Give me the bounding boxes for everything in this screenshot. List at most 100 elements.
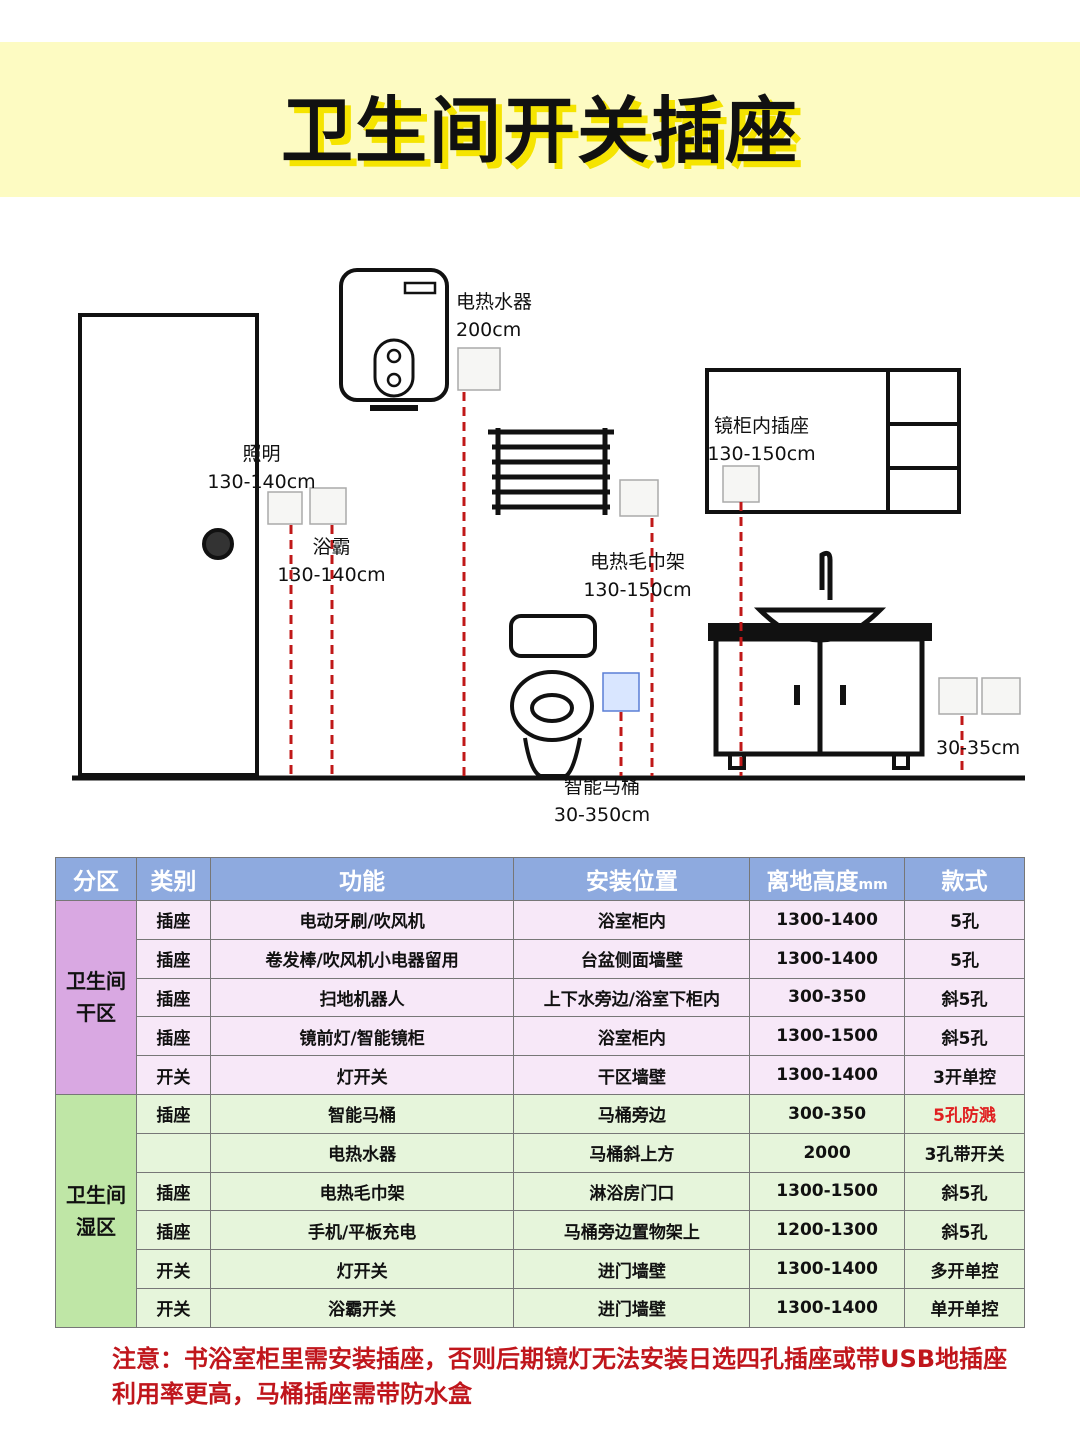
category-cell: 开关 (135, 1287, 211, 1328)
mirror-cabinet-icon (705, 368, 961, 514)
title-band (0, 42, 1080, 197)
water-heater-icon (339, 268, 449, 411)
label-height: 30-350cm (553, 804, 651, 826)
header-function: 功能 (209, 857, 515, 901)
label-height: 130-150cm (707, 443, 816, 465)
height-cell: 1200-1300 (749, 1210, 906, 1251)
zone-label: 卫生间 (65, 969, 126, 994)
label-name: 浴霸 (312, 536, 351, 558)
category-cell: 插座 (135, 900, 211, 940)
location-cell: 淋浴房门口 (513, 1171, 751, 1212)
height-cell: 1300-1400 (749, 1055, 906, 1095)
function-cell: 浴霸开关 (209, 1287, 515, 1328)
category-cell: 插座 (135, 938, 211, 979)
label-name: 照明 (242, 443, 281, 465)
floor-outlet-label: 30-35cm (936, 737, 1021, 759)
style-cell: 3开单控 (904, 1055, 1025, 1095)
location-cell: 浴室柜内 (513, 900, 751, 940)
location-cell: 马桶旁边置物架上 (513, 1210, 751, 1251)
toilet-icon (509, 614, 597, 778)
height-cell: 1300-1400 (749, 938, 906, 979)
label-height: 130-140cm (207, 471, 316, 493)
function-cell: 扫地机器人 (209, 977, 515, 1018)
door (78, 313, 259, 777)
style-cell: 5孔 (904, 900, 1025, 940)
smart-toilet-label: 智能马桶 30-350cm (546, 773, 658, 829)
zone-cell: 卫生间湿区 (55, 1093, 137, 1328)
category-cell: 插座 (135, 977, 211, 1018)
style-cell: 5孔 (904, 938, 1025, 979)
style-cell: 斜5孔 (904, 1171, 1025, 1212)
label-height: 130-150cm (583, 579, 692, 601)
water-heater-label: 电热水器 200cm (456, 288, 532, 344)
header-zone: 分区 (55, 857, 137, 901)
location-cell: 马桶旁边 (513, 1093, 751, 1134)
header-style: 款式 (904, 857, 1025, 901)
function-cell: 镜前灯/智能镜柜 (209, 1016, 515, 1057)
height-cell: 2000 (749, 1132, 906, 1173)
style-cell: 多开单控 (904, 1249, 1025, 1289)
height-cell: 300-350 (749, 977, 906, 1018)
style-cell: 斜5孔 (904, 977, 1025, 1018)
height-guides (289, 392, 964, 776)
height-cell: 1300-1500 (749, 1016, 906, 1057)
lighting-label: 照明 130-140cm (204, 440, 319, 496)
label-height: 200cm (456, 319, 522, 341)
location-cell: 马桶斜上方 (513, 1132, 751, 1173)
style-cell: 3孔带开关 (904, 1132, 1025, 1173)
height-cell: 1300-1400 (749, 900, 906, 940)
label-name: 智能马桶 (563, 776, 640, 798)
vanity-sink-icon (708, 550, 932, 770)
height-cell: 300-350 (749, 1093, 906, 1134)
label-name: 电热水器 (456, 291, 533, 313)
category-cell: 插座 (135, 1171, 211, 1212)
header-height-unit: mm (858, 877, 888, 893)
label-height: 130-140cm (277, 564, 386, 586)
location-cell: 进门墙壁 (513, 1249, 751, 1289)
height-cell: 1300-1500 (749, 1171, 906, 1212)
style-cell: 单开单控 (904, 1287, 1025, 1328)
category-cell: 插座 (135, 1093, 211, 1134)
function-cell: 智能马桶 (209, 1093, 515, 1134)
table-header: 分区 类别 功能 安装位置 离地高度mm 款式 (55, 857, 1025, 901)
category-cell: 开关 (135, 1249, 211, 1289)
zone-label: 干区 (75, 1001, 116, 1026)
zone-label: 卫生间 (65, 1182, 126, 1207)
location-cell: 浴室柜内 (513, 1016, 751, 1057)
outlet-table: 分区 类别 功能 安装位置 离地高度mm 款式 卫生间干区插座电动牙刷/吹风机浴… (55, 857, 1025, 1328)
header-height: 离地高度mm (749, 857, 906, 901)
function-cell: 灯开关 (209, 1249, 515, 1289)
towel-rack-label: 电热毛巾架 130-150cm (580, 548, 695, 604)
towel-rack-icon (488, 428, 614, 515)
function-cell: 电动牙刷/吹风机 (209, 900, 515, 940)
outlets (267, 347, 1021, 715)
function-cell: 电热水器 (209, 1132, 515, 1173)
label-name: 电热毛巾架 (589, 551, 685, 573)
category-cell: 插座 (135, 1210, 211, 1251)
height-cell: 1300-1400 (749, 1249, 906, 1289)
location-cell: 台盆侧面墙壁 (513, 938, 751, 979)
style-cell: 5孔防溅 (904, 1093, 1025, 1134)
note-text: 注意：书浴室柜里需安装插座，否则后期镜灯无法安装日选四孔插座或带USB地插座利用… (112, 1345, 1008, 1408)
page-title: 卫生间开关插座 (280, 89, 799, 173)
location-cell: 上下水旁边/浴室下柜内 (513, 977, 751, 1018)
style-cell: 斜5孔 (904, 1016, 1025, 1057)
category-cell (135, 1132, 211, 1173)
header-height-text: 离地高度 (766, 869, 859, 895)
header-category: 类别 (135, 857, 211, 901)
zone-label: 湿区 (75, 1214, 116, 1239)
function-cell: 灯开关 (209, 1055, 515, 1095)
door-knob (202, 528, 234, 560)
category-cell: 插座 (135, 1016, 211, 1057)
function-cell: 电热毛巾架 (209, 1171, 515, 1212)
